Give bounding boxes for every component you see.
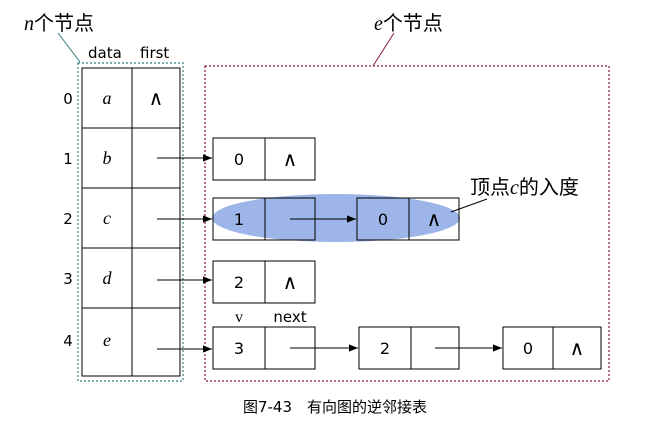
column-header-first: first	[140, 44, 169, 62]
vertex-row: 4 e	[63, 307, 181, 377]
edge-list-b: 0 ∧	[157, 137, 316, 181]
null-pointer-symbol: ∧	[427, 209, 442, 231]
edge-node-value: 0	[378, 210, 388, 229]
vertex-data-cell	[81, 307, 133, 377]
edge-node-v-cell	[212, 326, 266, 370]
field-label-v: v	[235, 309, 243, 326]
in-degree-annotation: 顶点c的入度	[470, 175, 579, 199]
vertex-data: e	[103, 330, 111, 350]
vertex-table: 0 a ∧ 1 b 2 c 3 d 4 e	[63, 67, 181, 377]
vertex-table-boundary	[77, 62, 184, 382]
vertex-index: 0	[63, 90, 73, 108]
edge-node-v-cell	[212, 260, 266, 304]
vertex-data-cell	[81, 187, 133, 249]
edge-nodes-boundary	[204, 65, 610, 382]
e-nodes-pointer	[372, 32, 395, 67]
vertex-index: 1	[63, 150, 73, 168]
vertex-data: b	[103, 148, 112, 168]
null-pointer-symbol: ∧	[283, 272, 298, 294]
edge-node-value: 3	[234, 339, 244, 358]
edge-list-c: 1 0 ∧	[157, 197, 460, 241]
n-nodes-pointer	[57, 32, 81, 63]
null-pointer-symbol: ∧	[149, 88, 164, 110]
vertex-data: a	[103, 88, 112, 108]
figure-caption: 图7-43 有向图的逆邻接表	[243, 398, 427, 416]
edge-node-value: 2	[380, 339, 390, 358]
edge-node-v-cell	[358, 326, 412, 370]
null-pointer-symbol: ∧	[283, 149, 298, 171]
vertex-data: d	[103, 268, 113, 288]
field-label-next: next	[273, 308, 306, 326]
vertex-first-cell	[131, 247, 181, 309]
annotation-pointer	[450, 198, 488, 213]
vertex-row: 0 a ∧	[63, 67, 181, 129]
edge-node-value: 2	[234, 273, 244, 292]
edge-node-v-cell	[212, 137, 266, 181]
vertex-index: 3	[63, 270, 73, 288]
vertex-data-cell	[81, 127, 133, 189]
column-header-data: data	[88, 44, 122, 62]
null-pointer-symbol: ∧	[570, 338, 585, 360]
vertex-index: 4	[63, 332, 73, 350]
edge-node-next-cell	[552, 326, 602, 370]
n-nodes-label: n个节点	[24, 11, 94, 35]
in-degree-highlight	[212, 194, 460, 242]
vertex-row: 3 d	[63, 247, 181, 309]
edge-node-next-cell	[264, 137, 316, 181]
edge-node-next-cell	[264, 260, 316, 304]
edge-node-v-cell	[502, 326, 554, 370]
vertex-first-cell	[131, 67, 181, 129]
edge-node-value: 0	[234, 150, 244, 169]
vertex-data: c	[103, 208, 111, 228]
vertex-data-cell	[81, 67, 133, 129]
edge-node-next-cell	[408, 197, 460, 241]
vertex-first-cell	[131, 307, 181, 377]
vertex-first-cell	[131, 187, 181, 249]
vertex-row: 2 c	[63, 187, 181, 249]
edge-node-value: 0	[523, 339, 533, 358]
edge-list-d: 2 ∧	[157, 260, 316, 304]
e-nodes-label: e个节点	[374, 11, 443, 35]
vertex-data-cell	[81, 247, 133, 309]
edge-list-e: 3 2 0 ∧	[157, 326, 602, 370]
vertex-index: 2	[63, 210, 73, 228]
edge-node-value: 1	[234, 210, 244, 229]
